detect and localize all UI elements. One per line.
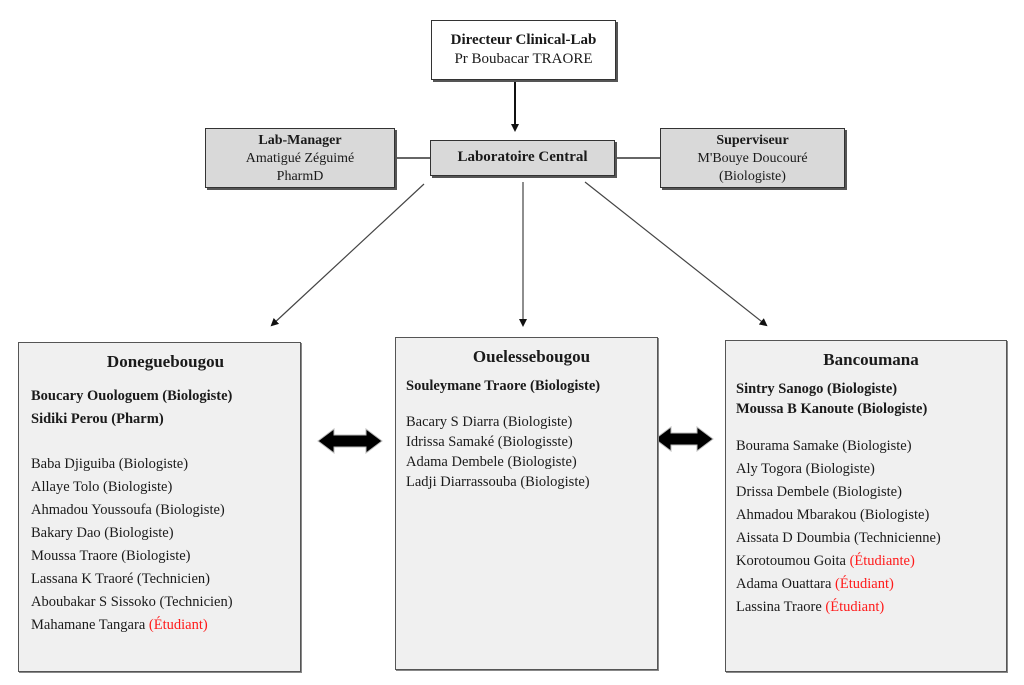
double-arrow-right-icon [654,426,714,452]
staff-item: Aboubakar S Sissoko (Technicien) [31,594,233,610]
supervisor-credential: (Biologiste) [719,169,786,184]
site-staff: Bacary S Diarra (Biologiste) Idrissa Sam… [406,412,657,492]
supervisor-name: M'Bouye Doucouré [697,151,808,166]
staff-item: Ahmadou Youssoufa (Biologiste) [31,502,225,518]
central-lab-box: Laboratoire Central [430,140,615,176]
staff-item: Idrissa Samaké (Biologisste) [406,434,573,450]
site-title: Bancoumana [823,350,919,369]
central-to-bancoumana-arrow [584,181,768,327]
staff-item: Lassana K Traoré (Technicien) [31,571,210,587]
staff-item: Moussa Traore (Biologiste) [31,548,191,564]
staff-item: Adama Dembele (Biologiste) [406,454,577,470]
lab-manager-title: Lab-Manager [258,133,342,148]
staff-item: Drissa Dembele (Biologiste) [736,484,902,500]
staff-item: Bourama Samake (Biologiste) [736,438,912,454]
staff-item: Adama Ouattara (Étudiant) [736,576,894,592]
staff-item: Bacary S Diarra (Biologiste) [406,414,573,430]
lead-item: Moussa B Kanoute (Biologiste) [736,401,928,417]
site-bancoumana: Bancoumana Sintry Sanogo (Biologiste) Mo… [725,340,1007,672]
lead-item: Sintry Sanogo (Biologiste) [736,381,898,397]
site-leads: Sintry Sanogo (Biologiste) Moussa B Kano… [736,379,1006,419]
staff-item: Aly Togora (Biologiste) [736,461,875,477]
staff-item: Allaye Tolo (Biologiste) [31,479,173,495]
supervisor-box: Superviseur M'Bouye Doucouré (Biologiste… [660,128,845,188]
director-box: Directeur Clinical-Lab Pr Boubacar TRAOR… [431,20,616,80]
staff-item: Baba Djiguiba (Biologiste) [31,456,189,472]
staff-item: Aissata D Doumbia (Technicienne) [736,530,941,546]
lead-item: Sidiki Perou (Pharm) [31,411,164,427]
staff-item: Mahamane Tangara (Étudiant) [31,617,208,633]
student-role: (Étudiant) [148,617,208,633]
staff-item: Ladji Diarrassouba (Biologiste) [406,474,590,490]
site-doneguebougou: Doneguebougou Boucary Ouologuem (Biologi… [18,342,301,672]
site-leads: Souleymane Traore (Biologiste) [406,376,657,396]
central-to-doneguebougou-arrow [270,183,425,327]
site-title: Doneguebougou [106,352,225,371]
central-lab-title: Laboratoire Central [457,149,588,165]
site-staff: Bourama Samake (Biologiste) Aly Togora (… [736,435,1006,619]
lead-item: Souleymane Traore (Biologiste) [406,378,601,394]
staff-item: Korotoumou Goita (Étudiante) [736,553,915,569]
student-role: (Étudiant) [835,576,894,592]
student-role: (Étudiant) [825,599,885,615]
lead-item: Boucary Ouologuem (Biologiste) [31,388,233,404]
double-arrow-left-icon [317,428,383,454]
site-ouelessebougou: Ouelessebougou Souleymane Traore (Biolog… [395,337,658,670]
supervisor-title: Superviseur [716,133,789,148]
director-name: Pr Boubacar TRAORE [454,51,593,67]
lab-manager-credential: PharmD [276,169,324,184]
site-leads: Boucary Ouologuem (Biologiste) Sidiki Pe… [31,385,300,431]
site-title: Ouelessebougou [472,347,591,366]
director-title: Directeur Clinical-Lab [450,32,597,48]
lab-manager-box: Lab-Manager Amatigué Zéguimé PharmD [205,128,395,188]
student-role: (Étudiante) [849,553,915,569]
staff-item: Lassina Traore (Étudiant) [736,599,885,615]
lab-manager-name: Amatigué Zéguimé [245,151,355,166]
site-staff: Baba Djiguiba (Biologiste) Allaye Tolo (… [31,453,300,637]
staff-item: Ahmadou Mbarakou (Biologiste) [736,507,930,523]
staff-item: Bakary Dao (Biologiste) [31,525,174,541]
